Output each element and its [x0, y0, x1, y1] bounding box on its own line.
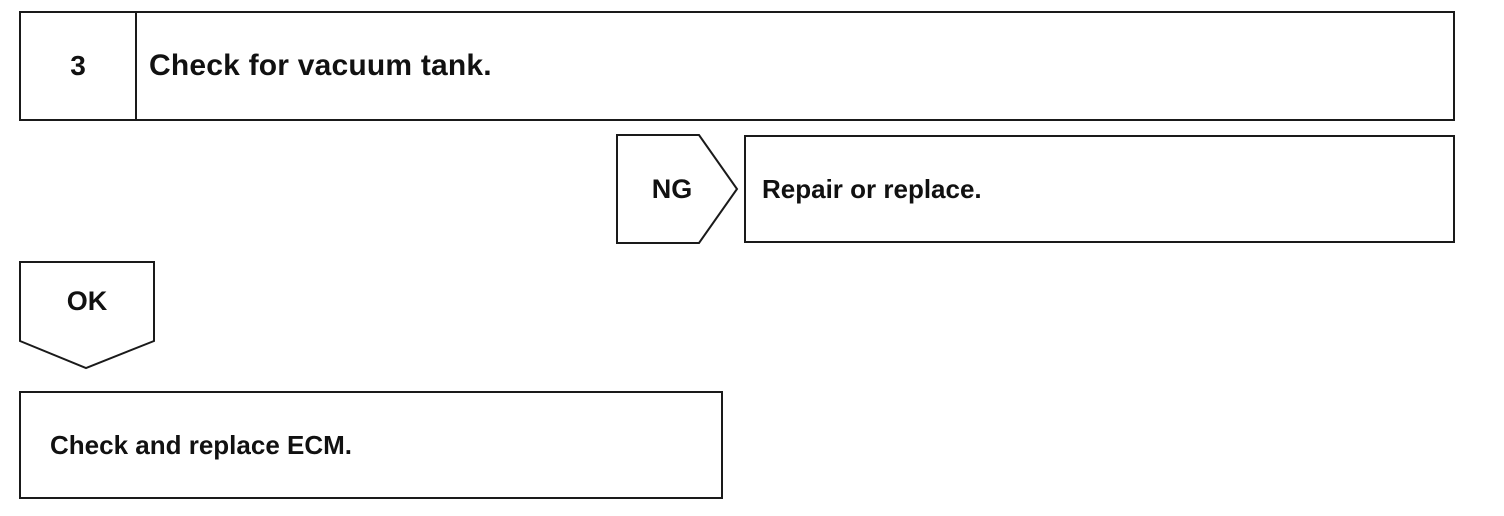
step-number: 3 [21, 13, 137, 119]
ng-label: NG [651, 173, 693, 204]
step-title: Check for vacuum tank. [149, 49, 492, 82]
step-box: 3 Check for vacuum tank. [19, 11, 1455, 121]
ng-result-box: Repair or replace. [744, 135, 1455, 243]
final-action-text: Check and replace ECM. [50, 429, 352, 460]
final-step-box: Check and replace ECM. [19, 391, 723, 499]
ok-label: OK [66, 285, 108, 316]
ng-action-text: Repair or replace. [762, 173, 982, 204]
